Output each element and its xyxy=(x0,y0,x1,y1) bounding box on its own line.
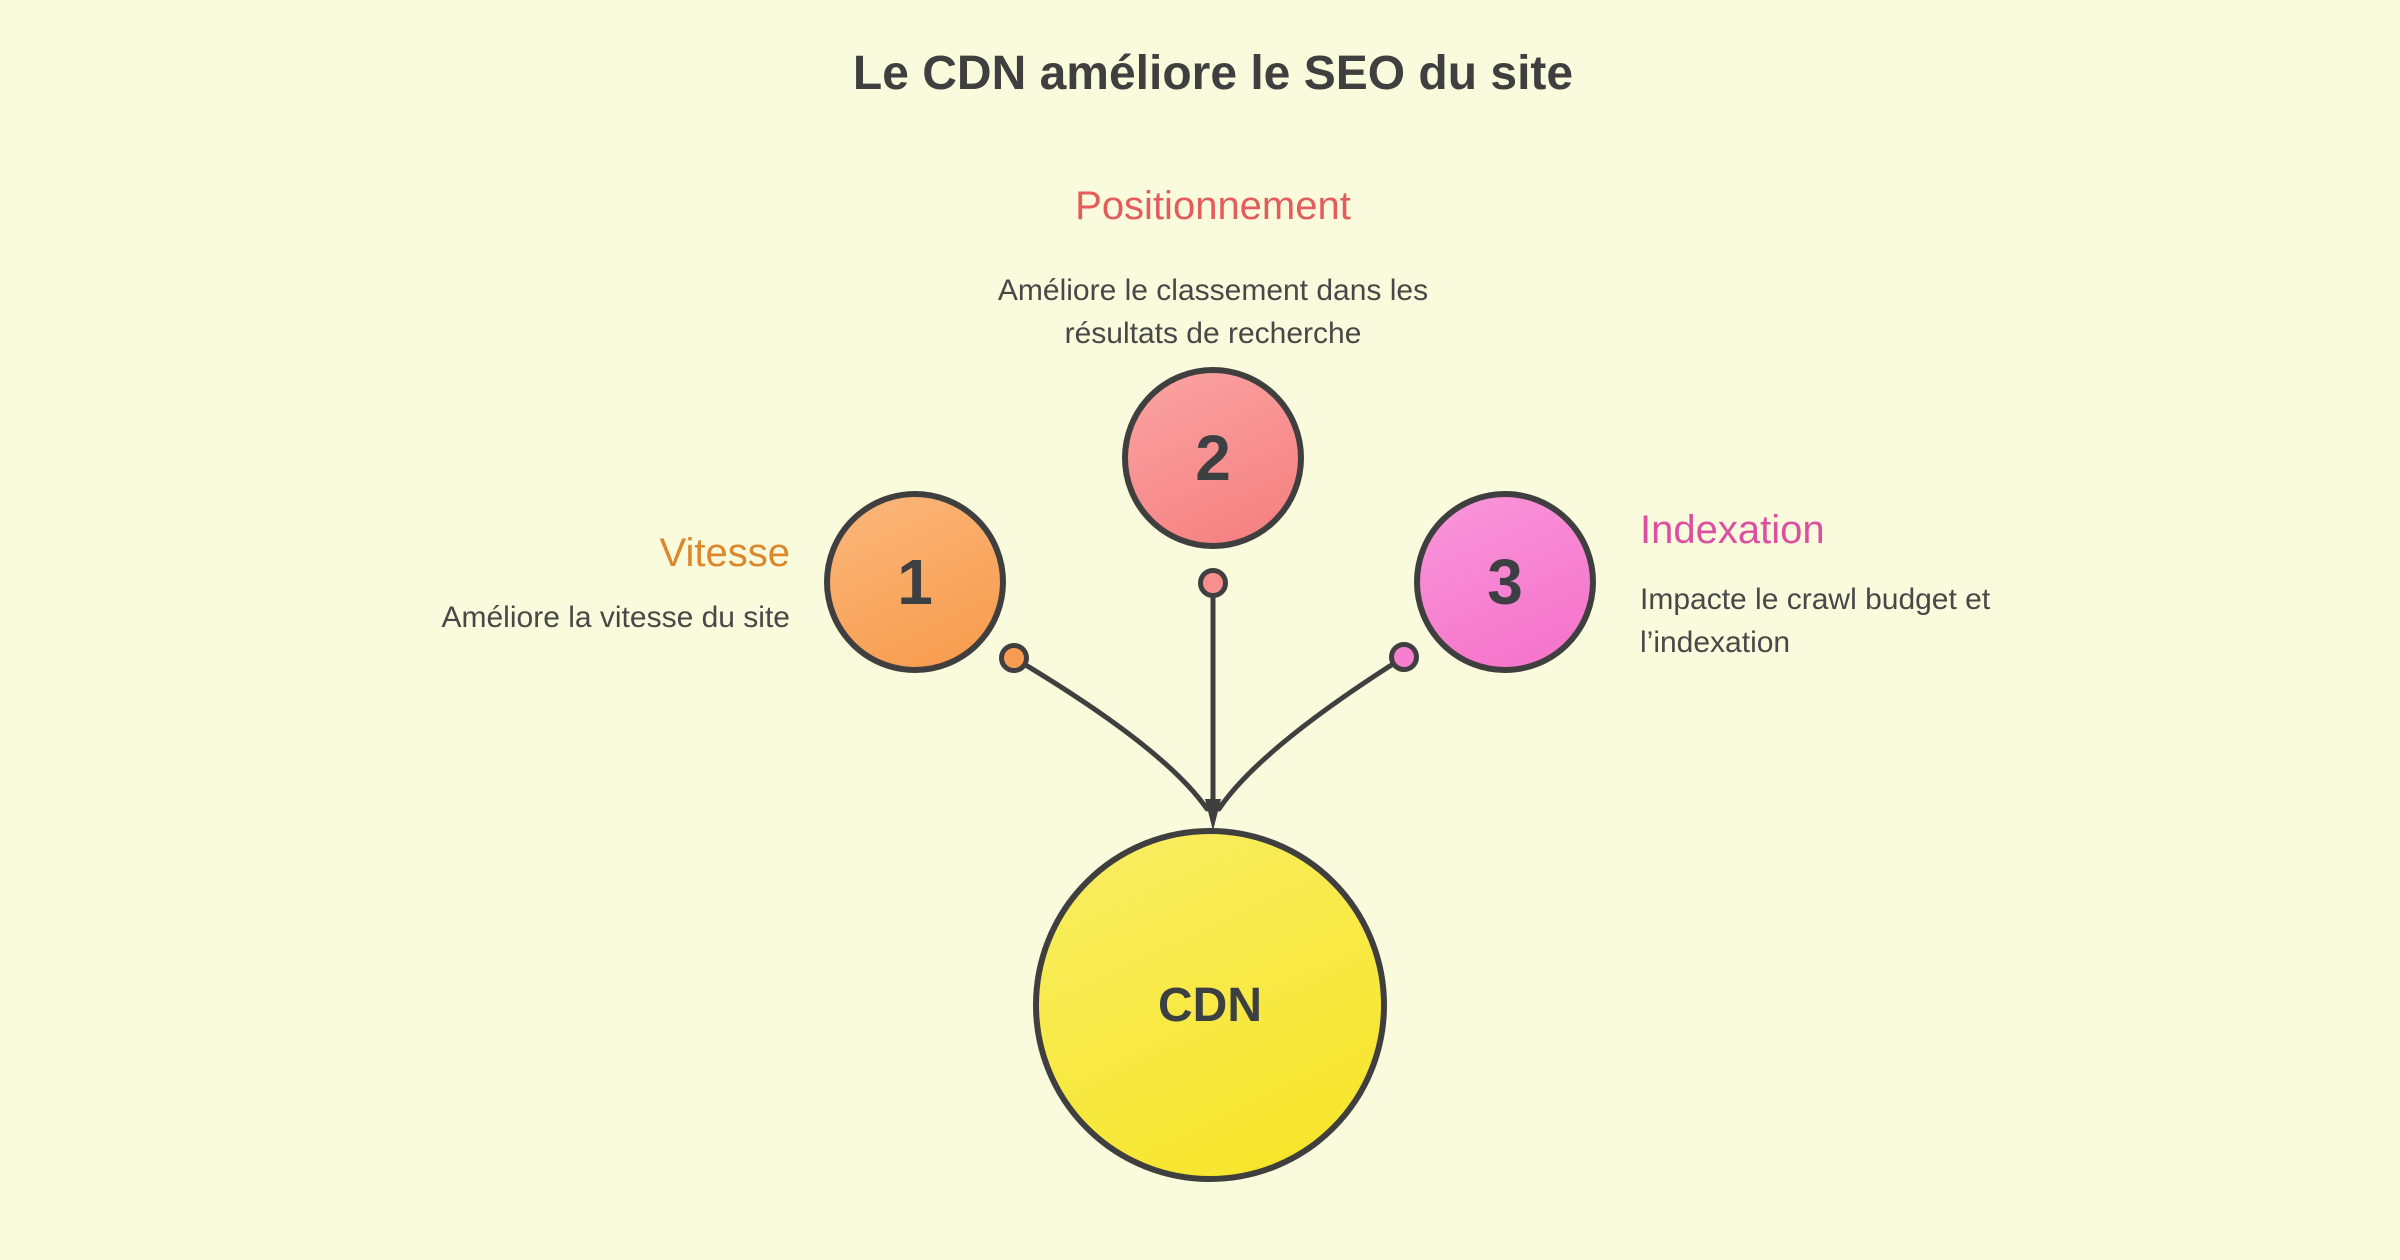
node-number-1: 1 xyxy=(897,546,933,618)
arrowhead-icon xyxy=(1205,799,1221,831)
connector-line-3 xyxy=(1216,654,1407,812)
node-label-indexation: Indexation xyxy=(1640,508,1825,552)
node-circle-1: 1 xyxy=(824,491,1006,673)
description-line: Impacte le crawl budget et xyxy=(1640,583,1991,616)
description-line: Améliore le classement dans les xyxy=(997,274,1429,307)
node-description-positionnement: Améliore le classement dans les résultat… xyxy=(998,269,1428,355)
connector-dot-1 xyxy=(999,643,1029,673)
description-line: l’indexation xyxy=(1640,626,1791,659)
node-label-vitesse: Vitesse xyxy=(659,531,790,575)
connector-dot-2 xyxy=(1198,568,1228,598)
cdn-circle: CDN xyxy=(1033,828,1387,1182)
node-label-positionnement: Positionnement xyxy=(1075,184,1351,228)
node-description-vitesse: Améliore la vitesse du site xyxy=(442,596,791,639)
connector-line-1 xyxy=(1011,655,1210,812)
node-description-indexation: Impacte le crawl budget et l’indexation xyxy=(1640,578,1990,664)
connector-dot-3 xyxy=(1389,642,1419,672)
node-circle-2: 2 xyxy=(1122,367,1304,549)
diagram-title: Le CDN améliore le SEO du site xyxy=(852,47,1574,100)
description-line: résultats de recherche xyxy=(1064,317,1362,350)
cdn-label: CDN xyxy=(1158,978,1262,1032)
node-number-2: 2 xyxy=(1195,422,1231,494)
node-number-3: 3 xyxy=(1487,546,1523,618)
node-circle-3: 3 xyxy=(1414,491,1596,673)
description-line: Améliore la vitesse du site xyxy=(441,601,791,634)
